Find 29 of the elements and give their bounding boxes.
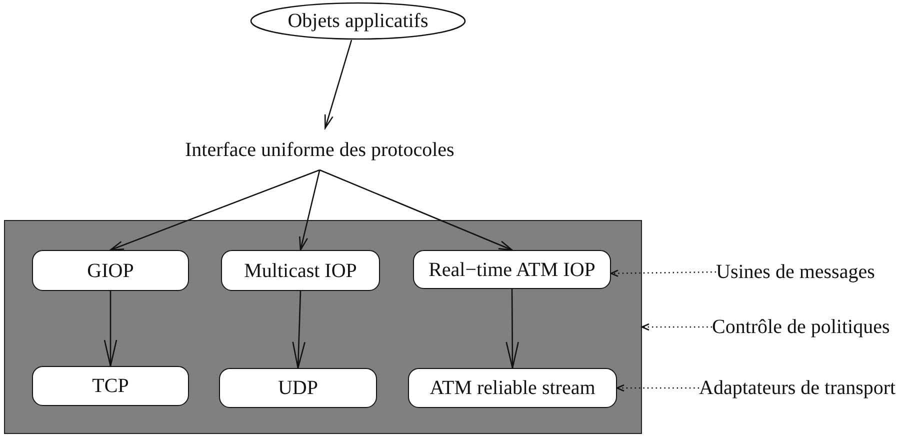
arrow — [319, 169, 513, 251]
process-box — [32, 250, 189, 291]
text-label: Usines de messages — [716, 260, 875, 284]
arrow — [104, 291, 118, 367]
box-label: Real−time ATM IOP — [428, 258, 596, 280]
arrow — [110, 169, 320, 251]
arrow — [506, 289, 519, 369]
text-label: Adaptateurs de transport — [699, 376, 896, 400]
ellipse-node — [250, 2, 466, 40]
dotted-leader-arrow — [610, 270, 716, 277]
text-label: Interface uniforme des protocoles — [181, 128, 458, 170]
process-box — [219, 368, 377, 408]
box-label: UDP — [278, 377, 318, 399]
arrow — [324, 40, 352, 129]
arrow — [292, 290, 306, 369]
arrow — [299, 170, 320, 251]
process-box — [32, 366, 189, 406]
ellipse-label: Objets applicatifs — [288, 10, 428, 32]
dotted-leader-arrow — [641, 323, 712, 331]
process-box — [408, 368, 617, 408]
text-label: Contrôle de politiques — [712, 315, 890, 339]
box-label: GIOP — [87, 260, 134, 282]
box-label: Multicast IOP — [244, 260, 357, 282]
dotted-leader-arrow — [616, 384, 699, 392]
process-box — [221, 250, 380, 291]
layer-panel — [4, 220, 642, 434]
process-box — [413, 250, 611, 289]
box-label: ATM reliable stream — [430, 377, 596, 399]
box-label: TCP — [92, 375, 129, 397]
